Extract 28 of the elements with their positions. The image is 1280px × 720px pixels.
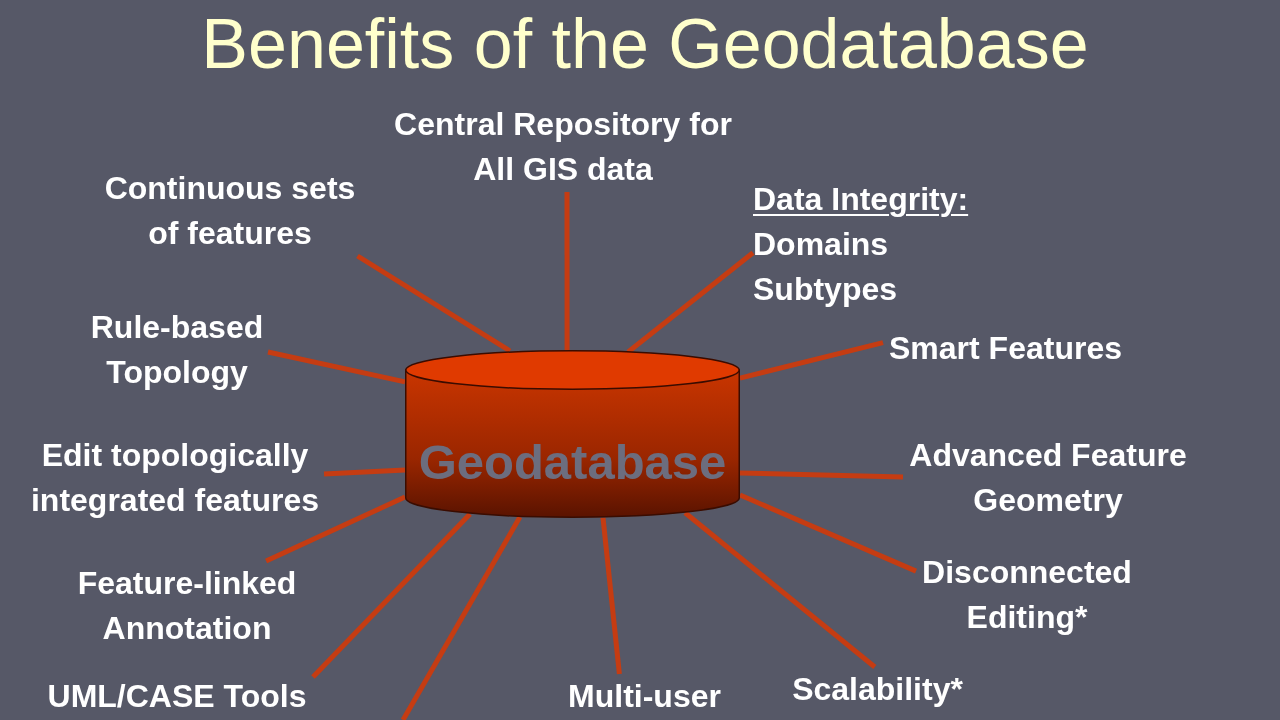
benefit-label: Edit topologically integrated features	[29, 436, 321, 520]
connector-line	[323, 467, 406, 477]
connector-line	[739, 340, 884, 381]
benefit-label: Continuous sets of features	[103, 169, 357, 253]
connector-line	[265, 494, 407, 564]
benefit-label: Central Repository for All GIS data	[393, 105, 733, 189]
benefit-label: UML/CASE Tools	[46, 677, 308, 716]
connector-line	[739, 470, 904, 480]
benefit-label: Advanced Feature Geometry	[908, 436, 1188, 520]
connector-line	[564, 192, 570, 350]
benefit-label: Disconnected Editing*	[921, 553, 1133, 637]
benefit-label: Scalability*	[791, 670, 964, 709]
connector-line	[739, 492, 917, 574]
connector-line	[400, 515, 523, 720]
benefit-item: Subtypes	[753, 270, 898, 309]
benefit-label: Smart Features	[888, 329, 1123, 368]
connector-line	[267, 349, 406, 385]
benefit-label: Feature-linked Annotation	[76, 564, 298, 648]
benefit-item: Domains	[753, 225, 889, 264]
slide-title: Benefits of the Geodatabase	[201, 4, 1089, 84]
connector-line	[600, 517, 622, 675]
connector-line	[356, 253, 512, 354]
connector-line	[626, 250, 755, 354]
benefit-heading: Data Integrity:	[753, 180, 969, 219]
benefit-label: Rule-based Topology	[89, 308, 265, 392]
benefit-label: Multi-user	[567, 677, 722, 716]
connector-line	[311, 512, 472, 679]
cylinder-label: Geodatabase	[418, 434, 727, 490]
